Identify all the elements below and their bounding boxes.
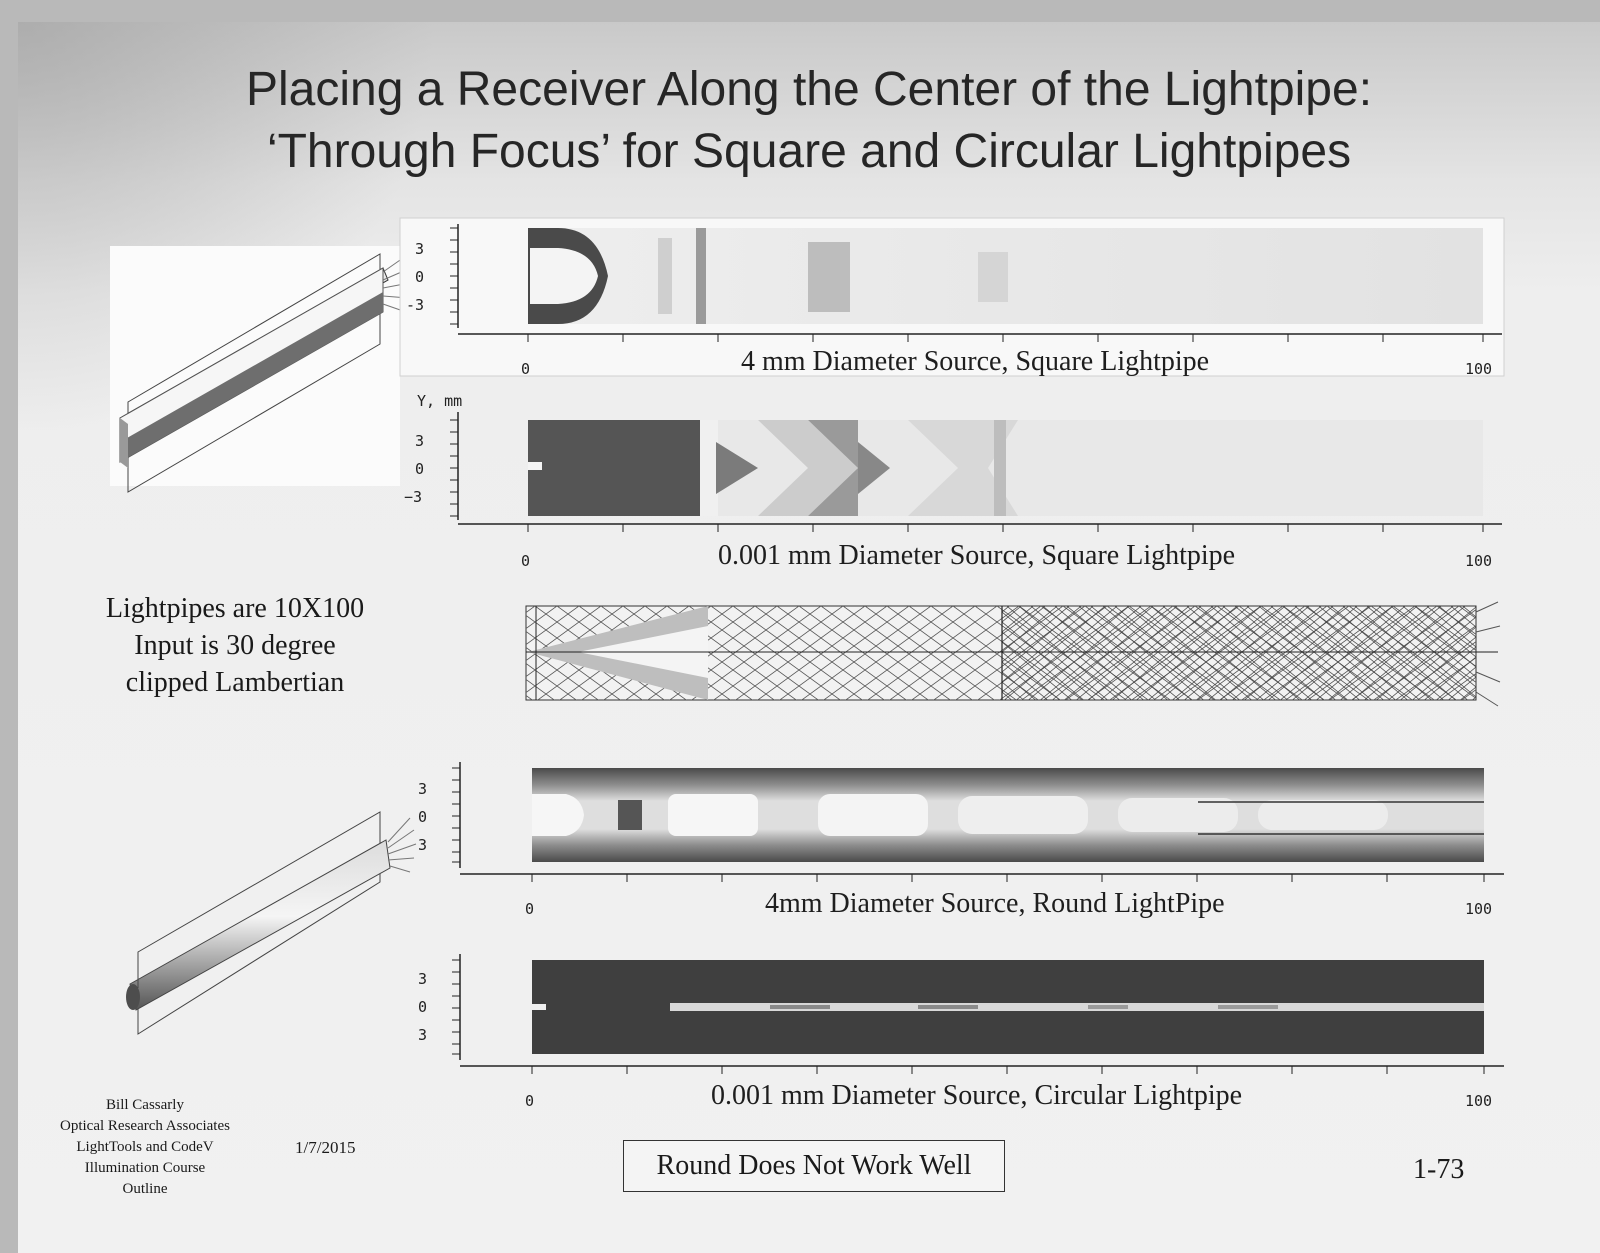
panel-3-ytick-top: 3 [418, 780, 428, 798]
page-number: 1-73 [1413, 1154, 1465, 1185]
credit-line3: LightTools and CodeV [76, 1139, 214, 1155]
panel-2-xtick-end: 100 [1465, 552, 1493, 570]
round-lightpipe-3d-view [126, 811, 417, 1035]
panel-3-ytick-bottom: 3 [418, 836, 428, 854]
panel-2-caption: 0.001 mm Diameter Source, Square Lightpi… [718, 540, 1236, 571]
credit-line2: Optical Research Associates [60, 1118, 230, 1134]
ray-trace-diagram [525, 601, 1501, 707]
panel-2-ytick-mid: 0 [415, 460, 425, 478]
credit-line1: Bill Cassarly [106, 1097, 184, 1113]
lightpipe-note: Lightpipes are 10X100 Input is 30 degree… [70, 590, 400, 701]
panel-1-caption: 4 mm Diameter Source, Square Lightpipe [741, 346, 1210, 377]
slide: Placing a Receiver Along the Center of t… [18, 22, 1600, 1253]
note-line3: clipped Lambertian [125, 667, 345, 698]
panel-3-xtick-start: 0 [525, 900, 535, 918]
panel-1-xtick-start: 0 [521, 360, 531, 378]
figure-graphics [110, 217, 1505, 1074]
panel-1-xtick-end: 100 [1465, 360, 1493, 378]
panel-1-ytick-top: 3 [415, 240, 425, 258]
author-credit: Bill Cassarly Optical Research Associate… [40, 1095, 250, 1200]
note-line1: Lightpipes are 10X100 [105, 593, 365, 624]
panel-4-ytick-top: 3 [418, 970, 428, 988]
panel-2-y-axis-label: Y, mm [417, 392, 463, 410]
slide-date: 1/7/2015 [295, 1138, 356, 1157]
panel-4-ytick-mid: 0 [418, 998, 428, 1016]
panel-1-ytick-mid: 0 [415, 268, 425, 286]
panel-1-ytick-bottom: -3 [406, 296, 425, 314]
panel-3-plot [452, 762, 1504, 882]
slide-title-line1: Placing a Receiver Along the Center of t… [245, 63, 1373, 116]
square-lightpipe-3d-view [110, 246, 409, 493]
panel-3-ytick-mid: 0 [418, 808, 428, 826]
panel-4-caption: 0.001 mm Diameter Source, Circular Light… [711, 1080, 1243, 1111]
panel-4-xtick-end: 100 [1465, 1092, 1493, 1110]
panel-2-ytick-bottom: −3 [404, 488, 423, 506]
note-line2: Input is 30 degree [134, 630, 336, 661]
conclusion-box: Round Does Not Work Well [623, 1140, 1005, 1192]
panel-2-ytick-top: 3 [415, 432, 425, 450]
panel-2-plot [450, 412, 1502, 532]
panel-1-plot [399, 217, 1505, 377]
panel-4-plot [452, 954, 1504, 1074]
panel-3-caption: 4mm Diameter Source, Round LightPipe [765, 888, 1225, 919]
panel-4-ytick-bottom: 3 [418, 1026, 428, 1044]
slide-title-line2: ‘Through Focus’ for Square and Circular … [266, 125, 1352, 178]
credit-line5: Outline [122, 1181, 168, 1197]
panel-2-xtick-start: 0 [521, 552, 531, 570]
panel-3-xtick-end: 100 [1465, 900, 1493, 918]
panel-4-xtick-start: 0 [525, 1092, 535, 1110]
credit-line4: Illumination Course [84, 1160, 206, 1176]
